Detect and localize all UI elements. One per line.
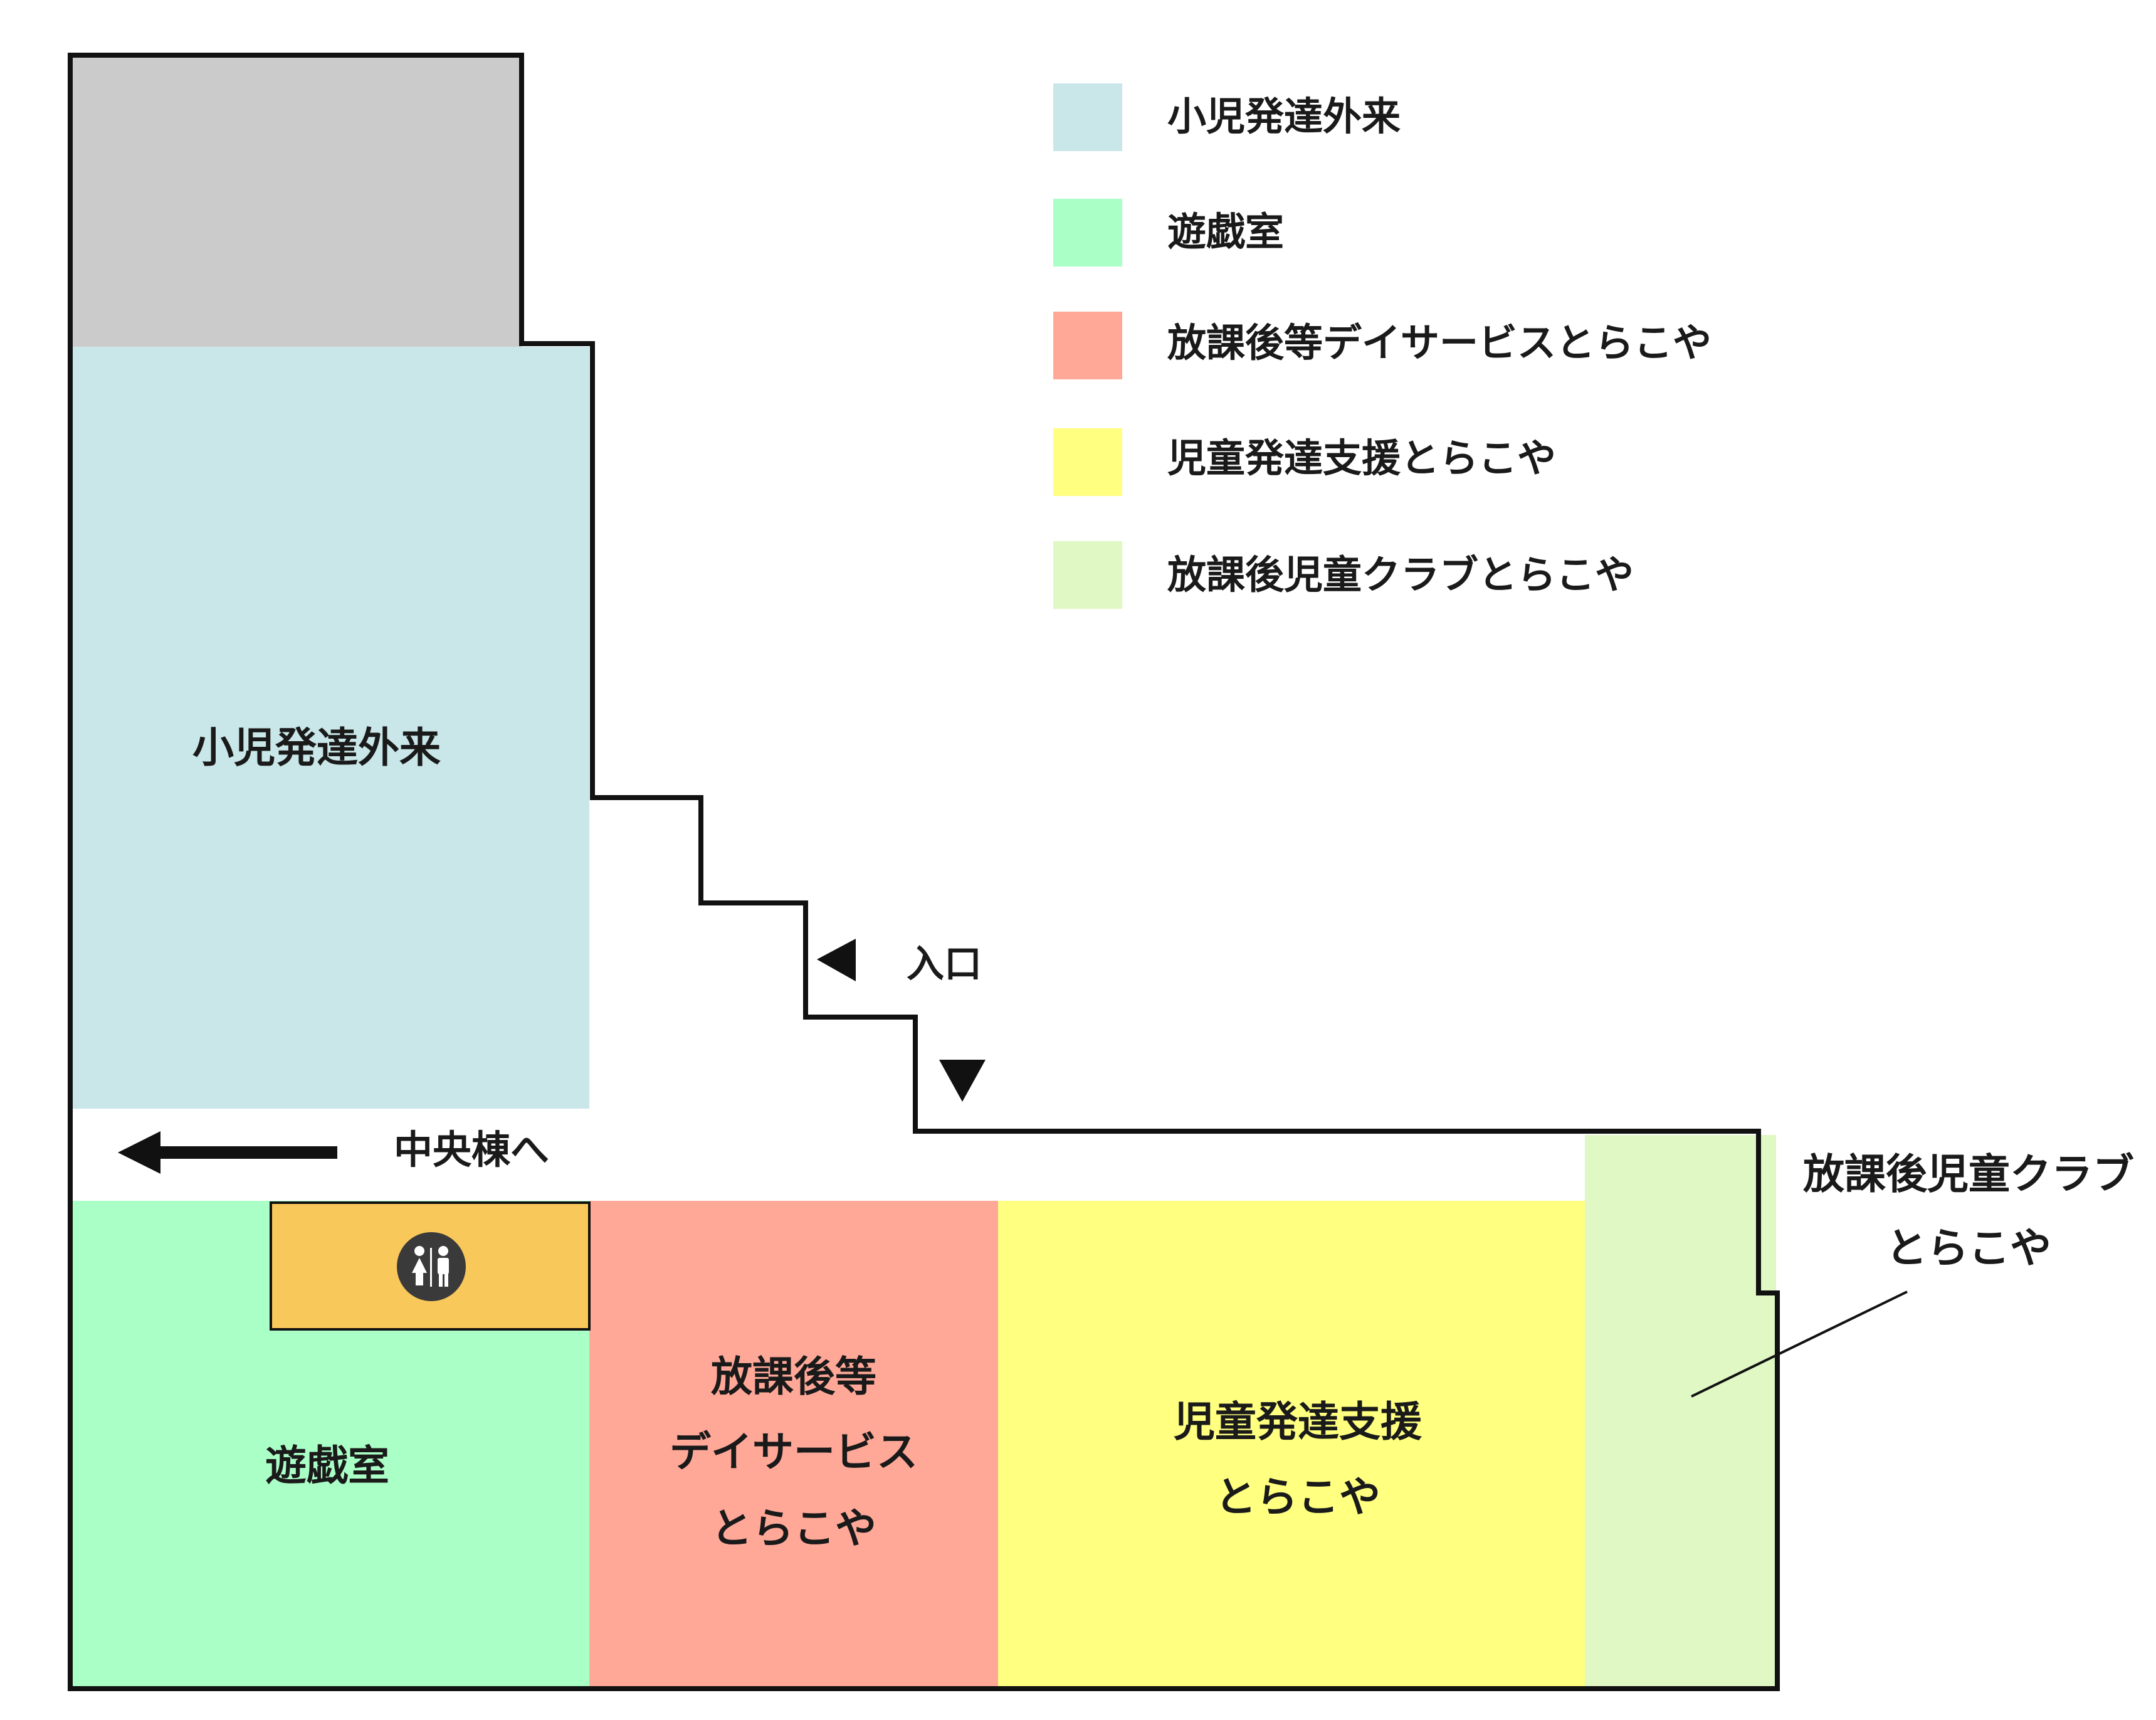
legend-label: 放課後児童クラブとらこや (1167, 552, 1634, 598)
room-label-after-school-day-line3: とらこや (711, 1504, 876, 1553)
room-label-pediatric-outpatient: 小児発達外来 (192, 724, 441, 772)
legend-label: 放課後等デイサービスとらこや (1167, 320, 1712, 366)
legend-swatch (1053, 541, 1122, 609)
legend-swatch (1053, 199, 1122, 266)
room-pediatric-outpatient (70, 347, 589, 1109)
central-wing-label: 中央棟へ (394, 1127, 549, 1173)
legend-item: 放課後児童クラブとらこや (1053, 541, 1634, 609)
room-child-dev-support (998, 1201, 1585, 1689)
legend-label: 小児発達外来 (1167, 93, 1401, 139)
legend-label: 児童発達支援とらこや (1167, 435, 1556, 481)
restroom-icon (397, 1232, 466, 1301)
entrance-label: 入口 (907, 942, 982, 986)
legend-item: 遊戯室 (1053, 199, 1284, 266)
legend-item: 小児発達外来 (1053, 83, 1401, 151)
legend-swatch (1053, 312, 1122, 379)
legend: 小児発達外来 遊戯室 放課後等デイサービスとらこや 児童発達支援とらこや 放課後… (1053, 83, 1712, 609)
central-wing-arrow (118, 1131, 337, 1174)
room-label-child-dev-support-line1: 児童発達支援 (1174, 1398, 1422, 1446)
room-after-school-club (1585, 1135, 1776, 1689)
room-after-school-day (589, 1201, 998, 1689)
legend-swatch (1053, 428, 1122, 496)
room-label-after-school-day-line1: 放課後等 (711, 1353, 876, 1401)
entrance-arrow-down (939, 1060, 986, 1102)
room-unused (70, 55, 522, 347)
legend-item: 放課後等デイサービスとらこや (1053, 312, 1712, 379)
legend-swatch (1053, 83, 1122, 151)
entrance-arrow-left (817, 939, 856, 981)
room-label-after-school-club-line2: とらこや (1886, 1224, 2051, 1272)
legend-label: 遊戯室 (1167, 209, 1284, 255)
legend-item: 児童発達支援とらこや (1053, 428, 1556, 496)
building-outline (68, 53, 1780, 1691)
club-leader-line (1691, 1290, 1908, 1398)
room-label-playroom: 遊戯室 (265, 1442, 389, 1490)
room-label-after-school-club-line1: 放課後児童クラブ (1803, 1150, 2134, 1198)
room-label-after-school-day-line2: デイサービス (670, 1428, 918, 1476)
room-label-child-dev-support-line2: とらこや (1215, 1473, 1380, 1521)
